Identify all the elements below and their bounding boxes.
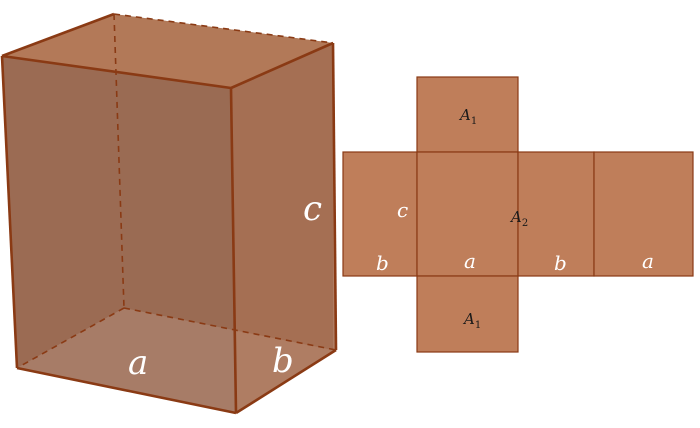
net-label-bottom: A1: [462, 310, 481, 331]
cuboid-net: [342, 76, 694, 353]
cuboid-visible-edges: [0, 12, 338, 415]
net-label-top: A1: [458, 106, 477, 127]
net-label-center: A2: [509, 208, 528, 229]
net-label-a-right: a: [642, 249, 654, 273]
cuboid-label-b: b: [272, 341, 294, 381]
cuboid-hidden-edges: [16, 13, 337, 369]
net-label-c: c: [397, 198, 408, 222]
net-label-b-left: b: [376, 251, 389, 275]
cuboid-front-face: [2, 56, 236, 413]
cuboid: a b c: [0, 12, 338, 415]
cuboid-label-c: c: [303, 189, 322, 229]
net-label-a-center: a: [464, 249, 476, 273]
net-bottom-face: [416, 275, 519, 353]
cuboid-right-face: [231, 43, 336, 413]
net-right-face: [517, 151, 595, 277]
net-label-b-right: b: [554, 251, 567, 275]
net-far-right-face: [593, 151, 694, 277]
cuboid-label-a: a: [128, 343, 148, 383]
net-left-face: [342, 151, 418, 277]
